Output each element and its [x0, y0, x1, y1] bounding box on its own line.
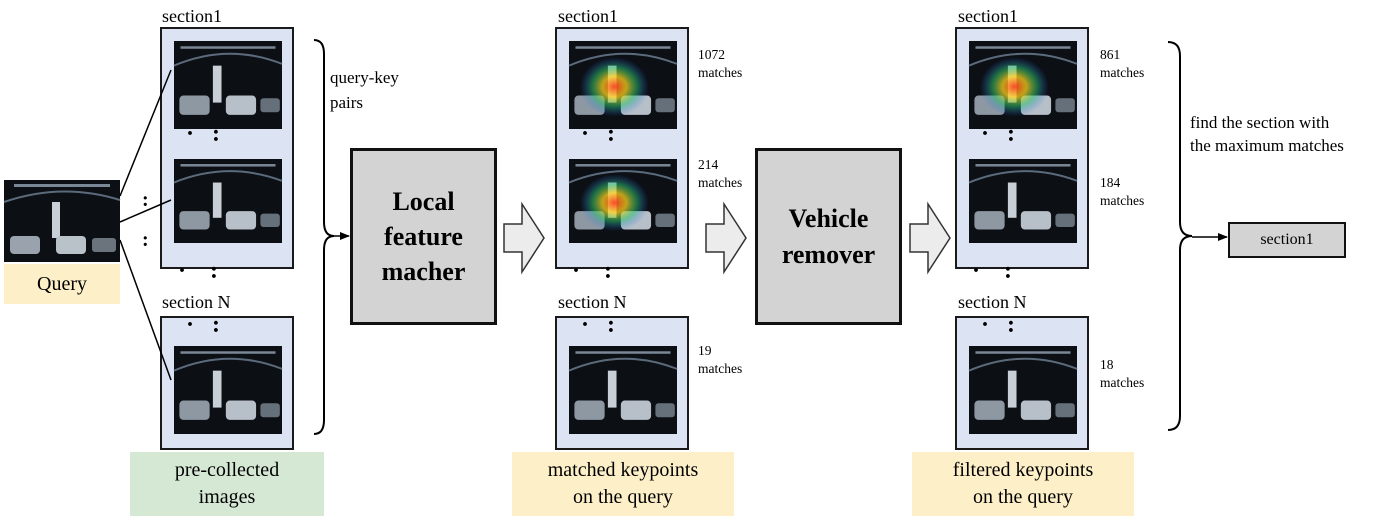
ellipsis-dots-icon: · : [581, 121, 615, 147]
collected-caption-line2: images [198, 486, 256, 508]
right-brace-icon [313, 39, 335, 435]
collected-panel-bottom: · : [160, 312, 294, 450]
ellipsis-dots-icon: · : [981, 121, 1015, 147]
parking-scene [173, 351, 283, 420]
filtered-panel-top: · : [955, 27, 1089, 269]
local-feature-matcher-box: Local feature macher [350, 148, 497, 325]
parking-scene [968, 164, 1078, 230]
result-note: find the section with the maximum matche… [1190, 112, 1344, 158]
remover-line1: Vehicle [788, 204, 869, 234]
pairs-label: query-key pairs [330, 66, 399, 115]
query-line-1 [119, 69, 172, 197]
query-ellipsis-1: : [142, 189, 149, 211]
keypoint-heatmap [979, 56, 1049, 117]
filtered-section1-label: section1 [958, 6, 1018, 26]
query-label-box: Query [4, 264, 120, 304]
matched-caption: matched keypoints on the query [512, 452, 734, 516]
right-brace-icon [1167, 41, 1193, 431]
collected-caption-line1: pre-collected [174, 459, 280, 481]
filtered-mid-dots: · : [972, 258, 1012, 284]
matched-panel-bottom: · : [555, 312, 689, 450]
result-output-label: section1 [1260, 231, 1314, 248]
collected-sectionN-label: section N [162, 292, 231, 312]
query-label: Query [37, 272, 87, 295]
parking-scene [173, 46, 283, 115]
filtered-caption-line2: on the query [973, 486, 1073, 508]
matched-caption-line1: matched keypoints [547, 459, 699, 481]
collected-section1-label: section1 [162, 6, 222, 26]
matched-mid-dots: · : [572, 258, 612, 284]
ellipsis-dots-icon: · : [581, 312, 615, 338]
pairs-label-line1: query-key [330, 68, 399, 87]
parking-scene [568, 351, 678, 420]
filtered-caption-line1: filtered keypoints [952, 459, 1094, 481]
matched-sectionN-label: section N [558, 292, 627, 312]
collected-caption: pre-collected images [130, 452, 324, 516]
right-hollow-arrow-icon [909, 201, 951, 275]
result-note-line1: find the section with [1190, 113, 1330, 132]
photo-details [3, 180, 121, 262]
filtered-sectionN-label: section N [958, 292, 1027, 312]
right-hollow-arrow-icon [705, 201, 747, 275]
matcher-line3: macher [381, 257, 466, 287]
filtered-caption: filtered keypoints on the query [912, 452, 1134, 516]
keypoint-heatmap [579, 56, 649, 117]
query-ellipsis-2: : [142, 229, 149, 251]
remover-line2: remover [781, 239, 876, 269]
matched-caption-line2: on the query [573, 486, 673, 508]
ellipsis-dots-icon: · : [981, 312, 1015, 338]
result-note-line2: the maximum matches [1190, 135, 1344, 155]
query-line-2 [119, 199, 172, 223]
matched-section1-label: section1 [558, 6, 618, 26]
pairs-label-line2: pairs [330, 92, 364, 112]
ellipsis-dots-icon: · : [186, 312, 220, 338]
query-line-3 [119, 239, 172, 381]
right-hollow-arrow-icon [503, 201, 545, 275]
parking-scene [968, 351, 1078, 420]
parking-scene [173, 164, 283, 230]
matcher-line1: Local [392, 186, 455, 216]
result-output-box: section1 [1228, 222, 1346, 258]
keypoint-heatmap [579, 174, 649, 232]
collected-mid-dots: · : [178, 258, 218, 284]
ellipsis-dots-icon: · : [186, 121, 220, 147]
matcher-line2: feature [384, 221, 463, 251]
panel-photo-details [173, 46, 1078, 420]
vehicle-remover-box: Vehicle remover [755, 148, 902, 325]
collected-panel-top: · : [160, 27, 294, 269]
